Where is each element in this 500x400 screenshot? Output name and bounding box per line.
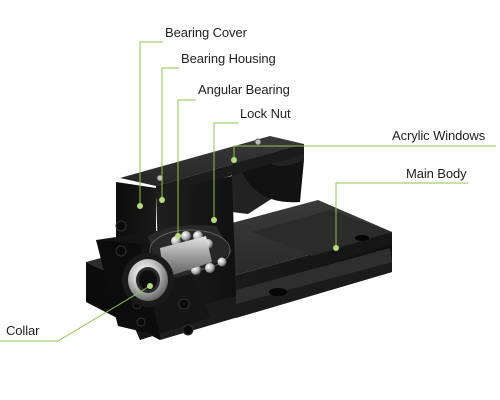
marker-dot-main-body (333, 245, 339, 251)
main-body-hole-icon (269, 288, 287, 296)
screw-icon (178, 298, 190, 310)
screw-icon (254, 138, 262, 146)
leader-line-bearing-cover (139, 41, 163, 206)
marker-dot-bearing-housing (159, 197, 165, 203)
marker-dot-lock-nut (211, 217, 217, 223)
label-collar: Collar (6, 323, 40, 338)
label-bearing-housing: Bearing Housing (181, 51, 276, 66)
leader-line-collar (0, 285, 151, 342)
label-lock-nut: Lock Nut (240, 106, 291, 121)
marker-dot-angular-bearing (175, 233, 181, 239)
marker-dots (137, 157, 339, 289)
leader-line-acrylic-windows (233, 145, 496, 160)
label-main-body: Main Body (406, 166, 467, 181)
label-bearing-cover: Bearing Cover (165, 25, 247, 40)
marker-dot-bearing-cover (137, 203, 143, 209)
label-angular-bearing: Angular Bearing (198, 82, 290, 97)
marker-dot-acrylic-windows (231, 157, 237, 163)
leader-lines (0, 41, 496, 342)
main-body-hole-icon (355, 235, 369, 241)
screw-icon (182, 324, 194, 336)
leader-line-lock-nut (213, 122, 238, 220)
label-acrylic-windows: Acrylic Windows (392, 128, 486, 143)
leader-line-bearing-housing (161, 67, 179, 200)
collar-part (122, 253, 174, 307)
screw-icon (136, 317, 146, 327)
marker-dot-collar (147, 283, 153, 289)
leader-line-angular-bearing (177, 99, 196, 236)
screw-icon (115, 220, 127, 232)
leader-line-main-body (335, 182, 468, 248)
screw-icon (115, 245, 127, 257)
